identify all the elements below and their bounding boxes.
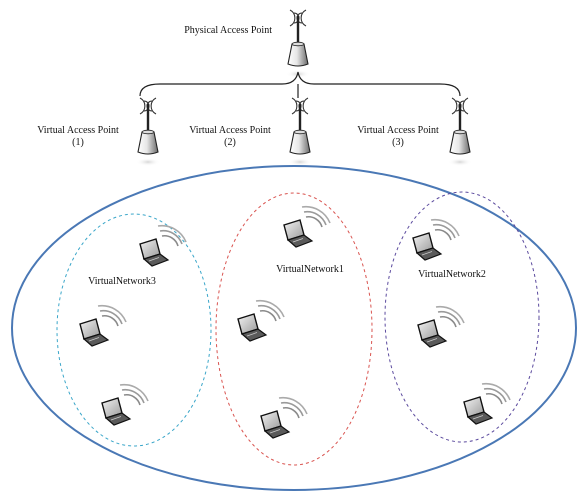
virtual-network-3-boundary bbox=[56, 213, 212, 447]
laptop-wifi-icon bbox=[412, 218, 460, 261]
virtual-ap-number: (2) bbox=[224, 137, 236, 148]
virtual-ap-number: (3) bbox=[392, 137, 404, 148]
ap-tree-bracket bbox=[139, 71, 461, 98]
virtual-network-label: VirtualNetwork2 bbox=[418, 269, 486, 280]
laptop-wifi-icon bbox=[417, 305, 465, 348]
access-point-icon bbox=[286, 96, 314, 168]
access-point-icon bbox=[134, 96, 162, 168]
virtual-ap-label: Virtual Access Point bbox=[357, 125, 439, 136]
laptop-wifi-icon bbox=[139, 224, 187, 267]
virtual-network-2-boundary bbox=[384, 191, 540, 443]
virtual-network-2: VirtualNetwork2 bbox=[384, 191, 540, 443]
outer-network-ellipse bbox=[11, 165, 577, 491]
laptop-wifi-icon bbox=[237, 299, 285, 342]
laptop-wifi-icon bbox=[101, 383, 149, 426]
virtual-access-point-3: Virtual Access Point (3) bbox=[357, 96, 474, 168]
virtual-network-1: VirtualNetwork1 bbox=[215, 192, 373, 466]
virtual-network-label: VirtualNetwork3 bbox=[88, 276, 156, 287]
virtual-network-3: VirtualNetwork3 bbox=[56, 213, 212, 447]
laptop-wifi-icon bbox=[463, 382, 511, 425]
access-point-icon bbox=[284, 8, 312, 80]
virtual-ap-number: (1) bbox=[72, 137, 84, 148]
virtual-ap-label: Virtual Access Point bbox=[189, 125, 271, 136]
laptop-wifi-icon bbox=[283, 205, 331, 248]
virtual-ap-label: Virtual Access Point bbox=[37, 125, 119, 136]
physical-ap-label: Physical Access Point bbox=[184, 25, 272, 36]
virtual-access-point-1: Virtual Access Point (1) bbox=[37, 96, 162, 168]
access-point-icon bbox=[446, 96, 474, 168]
laptop-wifi-icon bbox=[260, 396, 308, 439]
physical-access-point: Physical Access Point bbox=[184, 8, 312, 80]
virtual-network-1-boundary bbox=[215, 192, 373, 466]
virtual-network-label: VirtualNetwork1 bbox=[276, 264, 344, 275]
laptop-wifi-icon bbox=[79, 304, 127, 347]
virtual-access-point-2: Virtual Access Point (2) bbox=[189, 96, 314, 168]
